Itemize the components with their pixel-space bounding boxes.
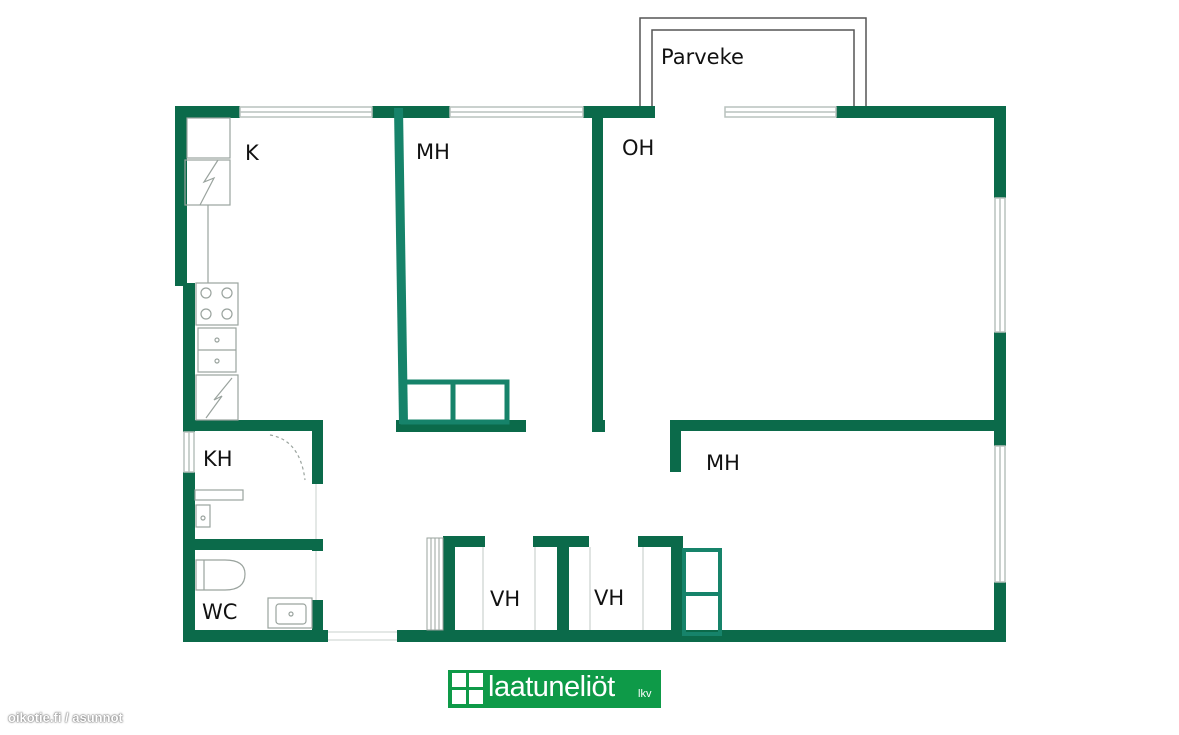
door-openings [315, 484, 397, 641]
kitchen-fixtures [184, 117, 239, 421]
room-label-balcony: Parveke [661, 45, 744, 69]
wardrobe-bottom-right [682, 548, 722, 636]
balcony [639, 17, 867, 107]
logo-suffix: lkv [638, 688, 652, 700]
room-label-living-room: OH [622, 136, 655, 160]
room-label-closet-right: VH [594, 586, 625, 610]
room-label-bedroom-bottom: MH [706, 451, 740, 475]
windows [183, 106, 1006, 583]
room-label-bathroom: KH [203, 447, 233, 471]
brand-logo: laatuneliöt lkv [448, 670, 661, 708]
wc-fixtures [195, 559, 313, 629]
closet-slats [426, 537, 444, 631]
room-label-toilet: WC [202, 600, 238, 624]
watermark: oikotie.fi / asunnot [8, 710, 123, 725]
room-label-kitchen: K [245, 141, 259, 165]
interior-walls [187, 106, 1006, 642]
exterior-walls [175, 106, 1006, 642]
window-grid-icon [452, 673, 483, 704]
room-label-closet-left: VH [490, 587, 521, 611]
closet-interior [482, 547, 644, 630]
wardrobe-top-bedroom [394, 108, 510, 425]
bathroom-fixtures [194, 434, 306, 528]
room-label-bedroom-top: MH [416, 140, 450, 164]
logo-text: laatuneliöt [488, 671, 615, 703]
